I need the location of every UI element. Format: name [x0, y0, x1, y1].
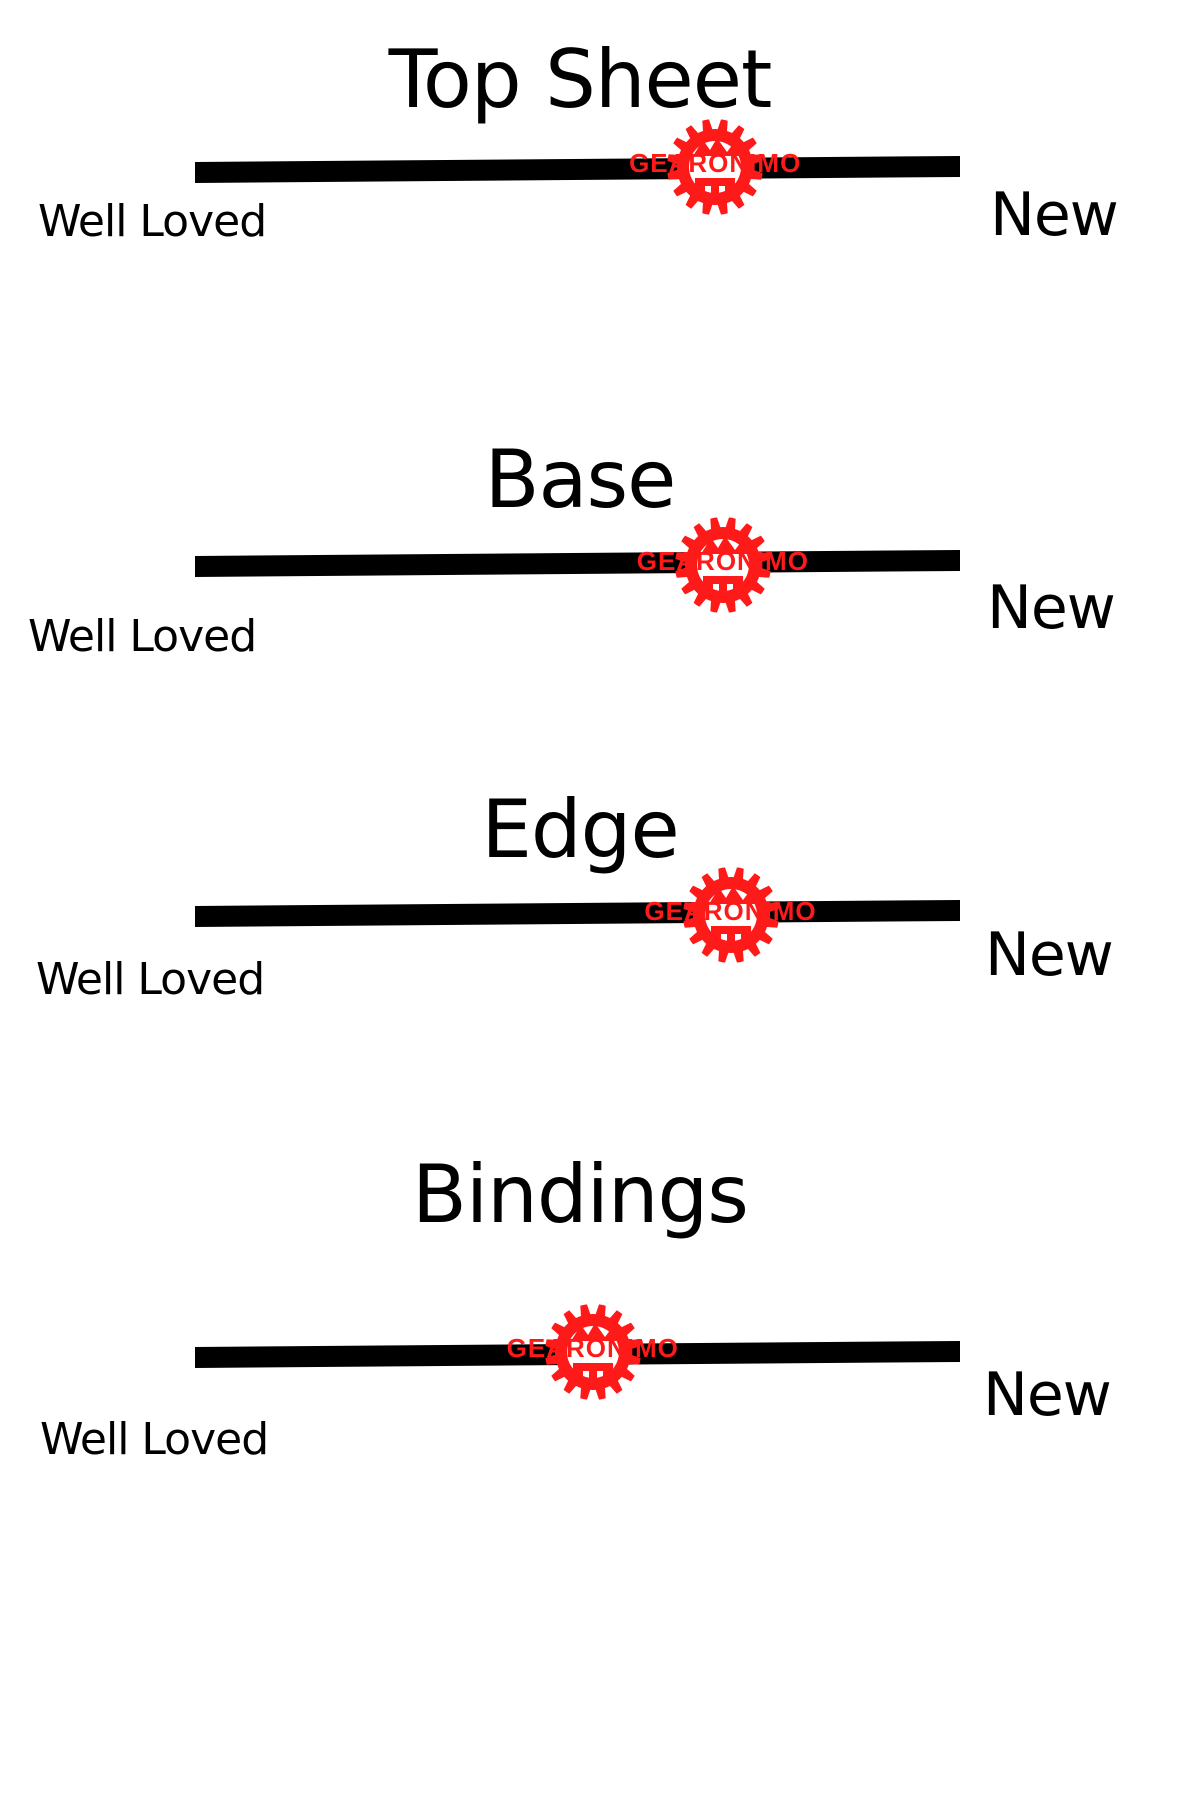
brand-wordmark: GEARONIMO — [636, 546, 809, 576]
rating-scale: GEARONIMO — [195, 119, 960, 215]
rating-title: Edge — [481, 783, 679, 876]
gearonimo-marker: GEARONIMO — [623, 510, 823, 620]
rating-base: Base GEARONIMO Well Loved New — [0, 430, 1200, 850]
mountain-icon — [708, 886, 757, 904]
mountain-icon — [693, 138, 742, 156]
rating-scale: GEARONIMO — [195, 867, 960, 963]
scale-high-label: New — [990, 180, 1119, 250]
scale-low-label: Well Loved — [28, 611, 257, 662]
gear-icon — [667, 119, 763, 215]
scale-high-label: New — [985, 920, 1114, 990]
mountain-icon — [700, 536, 749, 554]
rating-title: Base — [484, 433, 677, 526]
rating-scale: GEARONIMO — [195, 517, 960, 613]
scale-low-label: Well Loved — [38, 196, 267, 247]
brand-wordmark: GEARONIMO — [506, 1333, 679, 1363]
rating-title: Top Sheet — [388, 33, 773, 126]
scale-bar — [195, 900, 960, 927]
mountain-icon — [570, 1323, 619, 1341]
rating-bindings: Bindings GEARONIMO Well Loved New — [0, 1150, 1200, 1570]
gear-icon — [682, 867, 779, 963]
rating-scale: GEARONIMO — [195, 1304, 960, 1400]
brand-wordmark: GEARONIMO — [629, 148, 802, 178]
gear-base-shape — [702, 576, 743, 600]
scale-low-label: Well Loved — [36, 954, 265, 1005]
gearonimo-marker: GEARONIMO — [615, 112, 815, 222]
scale-high-label: New — [987, 573, 1116, 643]
gear-base-shape — [572, 1363, 613, 1387]
rating-title: Bindings — [412, 1148, 749, 1241]
gearonimo-marker: GEARONIMO — [631, 860, 831, 970]
gearonimo-marker: GEARONIMO — [493, 1297, 693, 1407]
scale-bar — [195, 156, 960, 183]
scale-low-label: Well Loved — [40, 1414, 269, 1465]
gear-icon — [545, 1304, 641, 1400]
gear-icon — [675, 517, 771, 613]
brand-wordmark: GEARONIMO — [644, 896, 817, 926]
rating-top-sheet: Top Sheet GEARONIMO Well Loved New — [0, 0, 1200, 420]
scale-high-label: New — [983, 1360, 1112, 1430]
rating-edge: Edge GEARONIMO Well Loved New — [0, 790, 1200, 1210]
gear-base-shape — [710, 926, 751, 950]
gear-base-shape — [695, 178, 736, 202]
scale-bar — [195, 550, 960, 577]
